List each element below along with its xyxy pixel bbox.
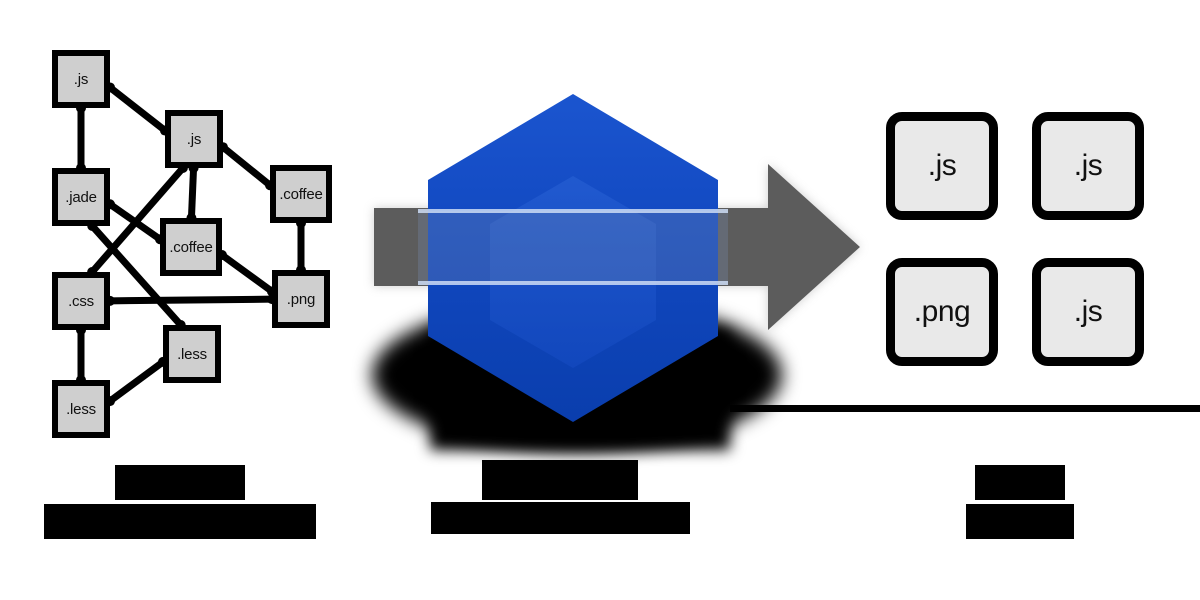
module-node-coffee-4: .coffee [160,218,222,276]
dependency-edge [220,144,273,188]
caption-webpack-line2: MODULE BUNDLER [430,502,690,534]
module-node-png-6: .png [272,270,330,328]
module-node-css-5: .css [52,272,110,330]
caption-modules: Modules with dependencies [0,465,360,539]
module-node-label: .js [186,130,202,148]
module-node-label: .less [66,400,96,418]
module-node-less-8: .less [52,380,110,438]
module-node-js-0: .js [52,50,110,108]
dependency-edge [219,252,275,295]
asset-tile-js-3: .js [1032,258,1144,366]
module-node-label: .css [68,292,94,310]
caption-webpack-line1: webpack [482,460,638,500]
dependency-edge [107,359,166,404]
module-node-js-1: .js [165,110,223,168]
module-node-label: .jade [65,188,97,206]
asset-tile-js-0: .js [886,112,998,220]
static-assets-group: .js .js .png .js [886,112,1156,368]
caption-static-assets-line2: Assets [966,504,1074,539]
caption-modules-line2: with dependencies [44,504,316,539]
webpack-logo [418,88,728,428]
arrow-band-edge-top [418,209,728,213]
module-node-label: .png [286,290,316,308]
asset-tile-label: .js [1073,295,1103,328]
hexagon-inner [490,176,656,368]
caption-static-assets-line1: Static [974,465,1066,500]
caption-static-assets: Static Assets [880,465,1160,539]
asset-tile-js-1: .js [1032,112,1144,220]
horizontal-rule [730,405,1200,412]
module-node-coffee-3: .coffee [270,165,332,223]
module-node-label: .coffee [169,238,213,256]
asset-tile-png-2: .png [886,258,998,366]
caption-webpack: webpack MODULE BUNDLER [390,460,730,534]
dependency-edge [109,295,273,305]
caption-modules-line1: Modules [115,465,245,500]
module-node-less-7: .less [163,325,221,383]
asset-tile-label: .png [913,295,971,328]
dependency-edge [107,84,168,134]
dependency-edge [89,223,184,328]
module-node-label: .less [177,345,207,363]
dependency-graph: .js .js .jade .coffee .coffee .css .png .less .l… [0,0,360,460]
module-node-label: .js [73,70,89,88]
asset-tile-label: .js [927,149,957,182]
dependency-edge [187,167,198,219]
module-node-jade-2: .jade [52,168,110,226]
asset-tile-label: .js [1073,149,1103,182]
arrow-band-edge-bottom [418,281,728,285]
dependency-edge [89,165,186,275]
module-node-label: .coffee [279,185,323,203]
